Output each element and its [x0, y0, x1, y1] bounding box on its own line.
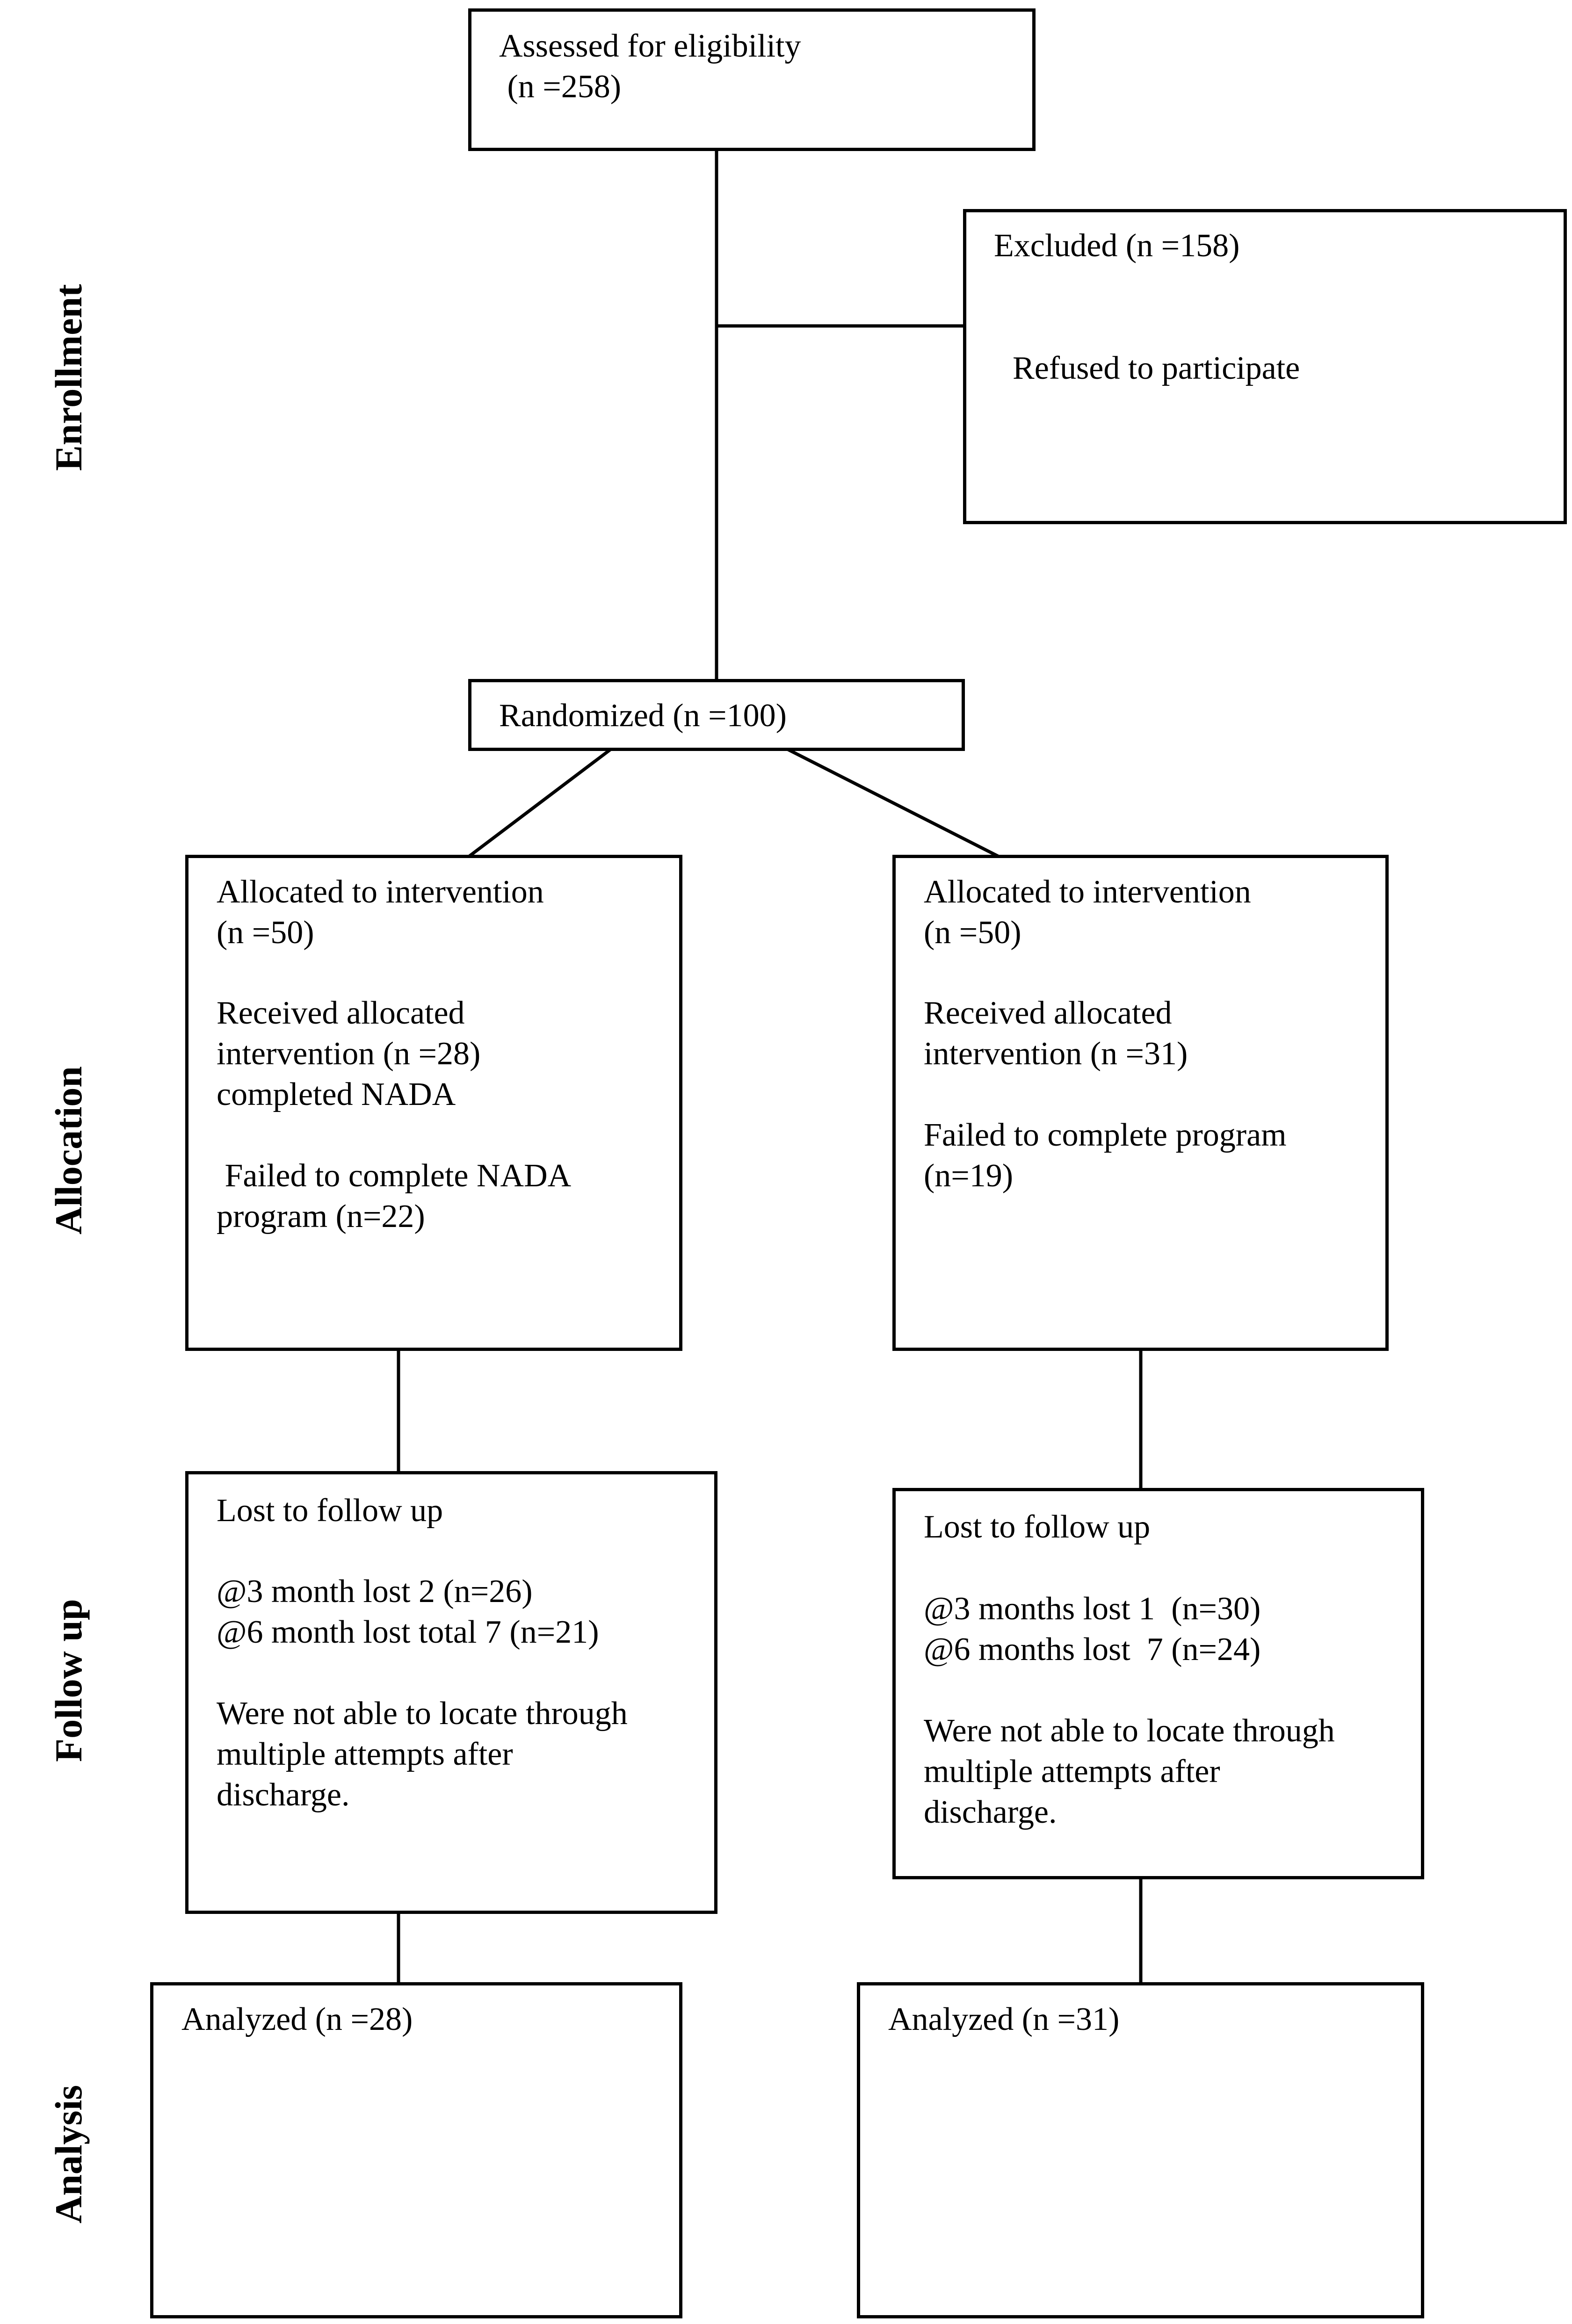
allocation-left-line1: Allocated to intervention [217, 874, 544, 910]
analysis-right-box [857, 1982, 1424, 2318]
excluded-box [963, 209, 1567, 524]
excluded-title: Excluded (n =158) [994, 228, 1240, 264]
analysis-right-label: Analyzed (n =31) [888, 2001, 1120, 2037]
randomized-box [468, 679, 965, 751]
allocation-right-box [892, 855, 1389, 1351]
allocation-right-line5: Failed to complete program [924, 1117, 1287, 1153]
allocation-right-line4: intervention (n =31) [924, 1036, 1188, 1072]
allocation-left-line5: completed NADA [217, 1076, 456, 1112]
analysis-left-box [150, 1982, 682, 2318]
connector-randomized-left [467, 748, 612, 858]
followup-right-line2: @3 months lost 1 (n=30) [924, 1591, 1261, 1627]
followup-left-line2: @3 month lost 2 (n=26) [217, 1573, 533, 1609]
excluded-reason: Refused to participate [1013, 350, 1300, 386]
allocation-right-line6: (n=19) [924, 1158, 1014, 1194]
stage-label-follow-up: Follow up [47, 1599, 90, 1762]
followup-left-line5: multiple attempts after [217, 1736, 513, 1772]
followup-left-line4: Were not able to locate through [217, 1696, 628, 1732]
allocation-left-line6: Failed to complete NADA [217, 1158, 572, 1194]
allocation-left-line2: (n =50) [217, 915, 314, 951]
followup-right-line5: multiple attempts after [924, 1754, 1220, 1790]
followup-right-line3: @6 months lost 7 (n=24) [924, 1631, 1261, 1667]
followup-right-line4: Were not able to locate through [924, 1713, 1335, 1749]
connector-randomized-right [787, 748, 1000, 859]
followup-left-box [185, 1471, 717, 1914]
allocation-right-line1: Allocated to intervention [924, 874, 1251, 910]
assessed-text-line1: Assessed for eligibility [499, 28, 801, 64]
allocation-left-box [185, 855, 682, 1351]
assessed-text-line2: (n =258) [499, 69, 622, 105]
followup-left-line1: Lost to follow up [217, 1493, 443, 1529]
followup-right-line1: Lost to follow up [924, 1509, 1151, 1545]
randomized-label: Randomized (n =100) [499, 698, 787, 734]
followup-left-line3: @6 month lost total 7 (n=21) [217, 1614, 599, 1650]
followup-right-line6: discharge. [924, 1794, 1057, 1830]
followup-right-box [892, 1488, 1424, 1879]
allocation-left-line4: intervention (n =28) [217, 1036, 481, 1072]
analysis-left-label: Analyzed (n =28) [181, 2001, 413, 2037]
stage-label-enrollment: Enrollment [47, 284, 90, 471]
followup-left-line6: discharge. [217, 1777, 350, 1813]
allocation-right-line3: Received allocated [924, 995, 1172, 1031]
assessed-box [468, 8, 1036, 151]
allocation-left-line7: program (n=22) [217, 1198, 425, 1234]
stage-label-allocation: Allocation [47, 1066, 90, 1234]
allocation-left-line3: Received allocated [217, 995, 465, 1031]
allocation-right-line2: (n =50) [924, 915, 1021, 951]
stage-label-analysis: Analysis [47, 2085, 90, 2223]
